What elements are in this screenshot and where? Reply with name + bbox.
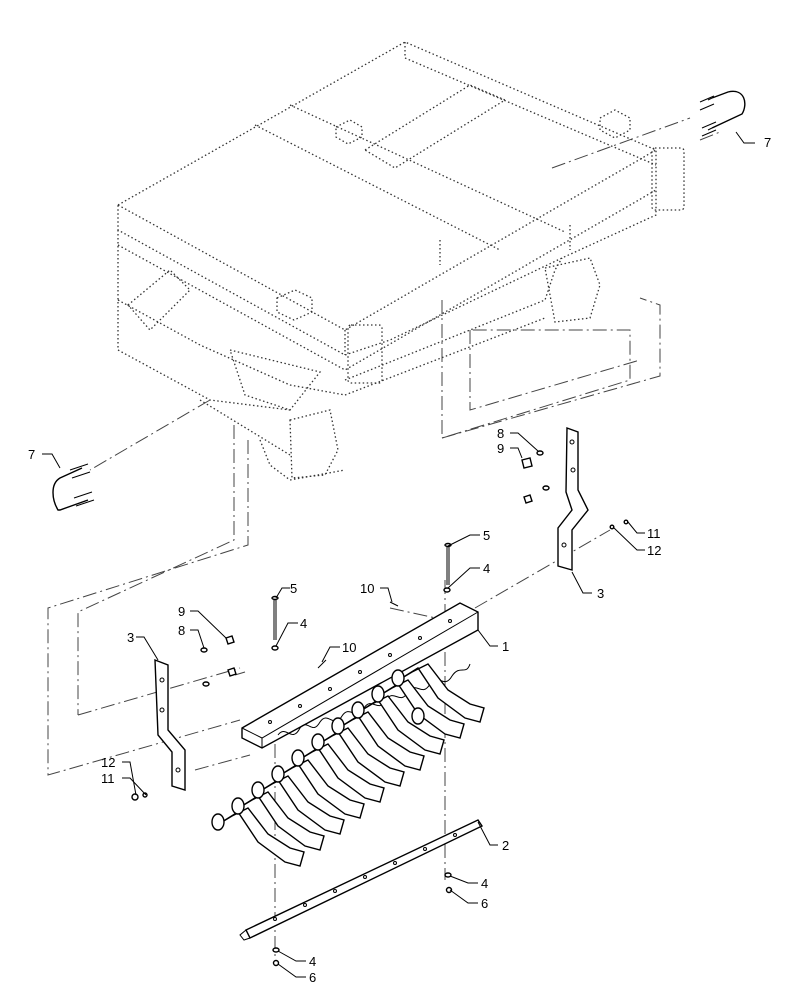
- callout-labels: 7 7 8 9 11 12 3 5 4 10 1 5 4 9 8 10 3 12…: [28, 135, 771, 985]
- callout-10-left: 10: [342, 640, 356, 655]
- hose-assembly: [211, 663, 485, 867]
- u-bolt-left: [52, 463, 95, 511]
- assembly-lines: [47, 117, 721, 960]
- callout-5-right: 5: [483, 528, 490, 543]
- callout-2: 2: [502, 838, 509, 853]
- callout-5-left: 5: [290, 581, 297, 596]
- callout-8-right: 8: [497, 426, 504, 441]
- callout-4-bottom-left: 4: [309, 954, 316, 969]
- callout-4-left: 4: [300, 616, 307, 631]
- callout-1: 1: [502, 639, 509, 654]
- callout-3-right: 3: [597, 586, 604, 601]
- leader-lines: [42, 131, 755, 978]
- callout-3-left: 3: [127, 630, 134, 645]
- callout-7-left: 7: [28, 447, 35, 462]
- callout-10-right: 10: [360, 581, 374, 596]
- callout-4-bottom-right: 4: [481, 876, 488, 891]
- callout-6-bottom-left: 6: [309, 970, 316, 985]
- callout-9-left: 9: [178, 604, 185, 619]
- callout-12-right: 12: [647, 543, 661, 558]
- bracket-right: [557, 427, 589, 571]
- bottom-strip: [239, 819, 484, 941]
- callout-6-bottom-right: 6: [481, 896, 488, 911]
- u-bolt-right: [699, 90, 746, 137]
- callout-12-left: 12: [101, 755, 115, 770]
- callout-7-right: 7: [764, 135, 771, 150]
- callout-11-right: 11: [647, 526, 661, 541]
- hardware: [131, 450, 629, 967]
- frame-assembly: [117, 41, 685, 481]
- callout-11-left: 11: [101, 771, 115, 786]
- callout-4-right: 4: [483, 561, 490, 576]
- callout-8-left: 8: [178, 623, 185, 638]
- callout-9-right: 9: [497, 441, 504, 456]
- bracket-left: [154, 658, 186, 791]
